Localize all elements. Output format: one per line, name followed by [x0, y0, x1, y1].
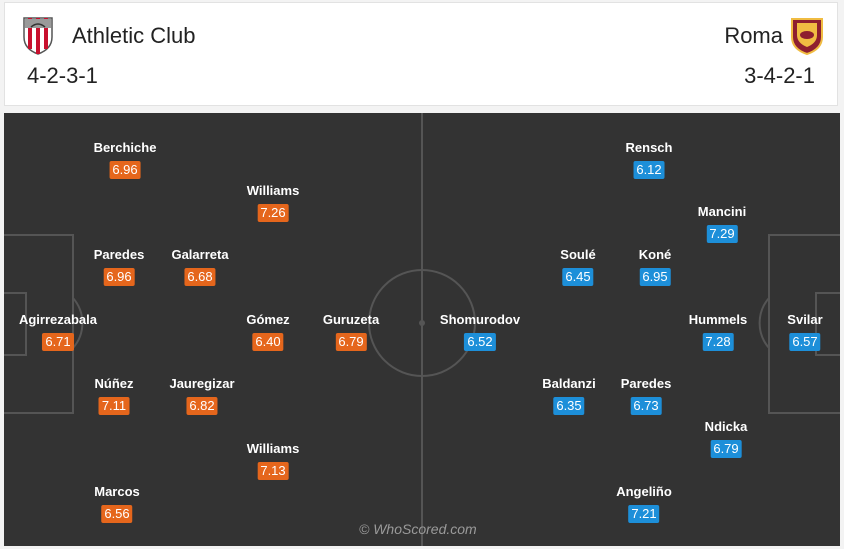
away-player[interactable]: Soulé 6.45 [560, 247, 596, 286]
player-name: Svilar [787, 312, 823, 327]
away-player[interactable]: Paredes 6.73 [620, 376, 672, 415]
player-rating: 7.21 [628, 505, 660, 523]
home-player[interactable]: Jauregizar 6.82 [169, 376, 235, 415]
player-name: Núñez [94, 376, 134, 391]
player-name: Shomurodov [439, 312, 521, 327]
player-name: Ndicka [704, 419, 748, 434]
player-rating: 6.52 [464, 333, 496, 351]
home-player[interactable]: Galarreta 6.68 [171, 247, 229, 286]
watermark: © WhoScored.com [359, 521, 477, 537]
player-rating: 6.40 [252, 333, 284, 351]
away-formation: 3-4-2-1 [744, 63, 815, 88]
roma-crest-icon [791, 18, 823, 55]
away-team-name: Roma [724, 23, 783, 48]
player-rating: 6.35 [553, 397, 585, 415]
player-rating: 7.28 [702, 333, 734, 351]
player-rating: 7.11 [98, 397, 130, 415]
player-rating: 6.73 [630, 397, 662, 415]
away-player[interactable]: Ndicka 6.79 [704, 419, 748, 458]
player-rating: 6.82 [186, 397, 218, 415]
player-rating: 7.13 [257, 462, 289, 480]
player-name: Rensch [625, 140, 673, 155]
away-player[interactable]: Shomurodov 6.52 [440, 312, 520, 351]
player-name: Gómez [246, 312, 290, 327]
player-rating: 6.68 [184, 268, 216, 286]
player-rating: 7.29 [706, 225, 738, 243]
player-name: Berchiche [93, 140, 157, 155]
away-player[interactable]: Koné 6.95 [638, 247, 672, 286]
home-team-name: Athletic Club [72, 23, 196, 48]
home-player[interactable]: Williams 7.13 [246, 441, 300, 480]
player-name: Guruzeta [322, 312, 380, 327]
away-player[interactable]: Angeliño 7.21 [616, 484, 672, 523]
player-name: Baldanzi [542, 376, 596, 391]
player-name: Koné [638, 247, 672, 262]
player-name: Williams [246, 441, 300, 456]
player-rating: 6.79 [710, 440, 742, 458]
pitch-markings [4, 113, 840, 546]
player-name: Marcos [94, 484, 140, 499]
player-name: Angeliño [616, 484, 672, 499]
player-name: Agirrezabala [18, 312, 98, 327]
player-name: Mancini [697, 204, 747, 219]
pitch: Berchiche 6.96 Williams 7.26 Paredes 6.9… [4, 113, 840, 546]
player-rating: 6.71 [42, 333, 74, 351]
home-player[interactable]: Berchiche 6.96 [93, 140, 157, 179]
home-formation: 4-2-3-1 [27, 63, 98, 88]
player-name: Williams [246, 183, 300, 198]
player-rating: 6.12 [633, 161, 665, 179]
player-name: Paredes [93, 247, 145, 262]
athletic-club-crest-icon [23, 17, 53, 55]
player-rating: 6.45 [562, 268, 594, 286]
away-player[interactable]: Hummels 7.28 [688, 312, 748, 351]
player-name: Galarreta [171, 247, 229, 262]
home-player[interactable]: Williams 7.26 [246, 183, 300, 222]
player-rating: 6.56 [101, 505, 133, 523]
player-rating: 6.95 [639, 268, 671, 286]
home-player[interactable]: Paredes 6.96 [93, 247, 145, 286]
player-rating: 7.26 [257, 204, 289, 222]
home-player[interactable]: Núñez 7.11 [95, 376, 134, 415]
player-name: Hummels [688, 312, 748, 327]
home-player[interactable]: Guruzeta 6.79 [323, 312, 379, 351]
match-header: Athletic Club 4-2-3-1 Roma 3-4-2-1 [4, 2, 838, 106]
player-name: Paredes [620, 376, 672, 391]
player-rating: 6.57 [789, 333, 821, 351]
player-rating: 6.96 [103, 268, 135, 286]
away-player[interactable]: Baldanzi 6.35 [542, 376, 596, 415]
away-player[interactable]: Rensch 6.12 [625, 140, 673, 179]
player-name: Soulé [560, 247, 596, 262]
home-player[interactable]: Gómez 6.40 [246, 312, 290, 351]
player-rating: 6.79 [335, 333, 367, 351]
player-name: Jauregizar [169, 376, 235, 391]
home-player[interactable]: Marcos 6.56 [94, 484, 140, 523]
player-rating: 6.96 [109, 161, 141, 179]
home-player[interactable]: Agirrezabala 6.71 [19, 312, 97, 351]
away-player[interactable]: Svilar 6.57 [787, 312, 823, 351]
away-player[interactable]: Mancini 7.29 [698, 204, 746, 243]
